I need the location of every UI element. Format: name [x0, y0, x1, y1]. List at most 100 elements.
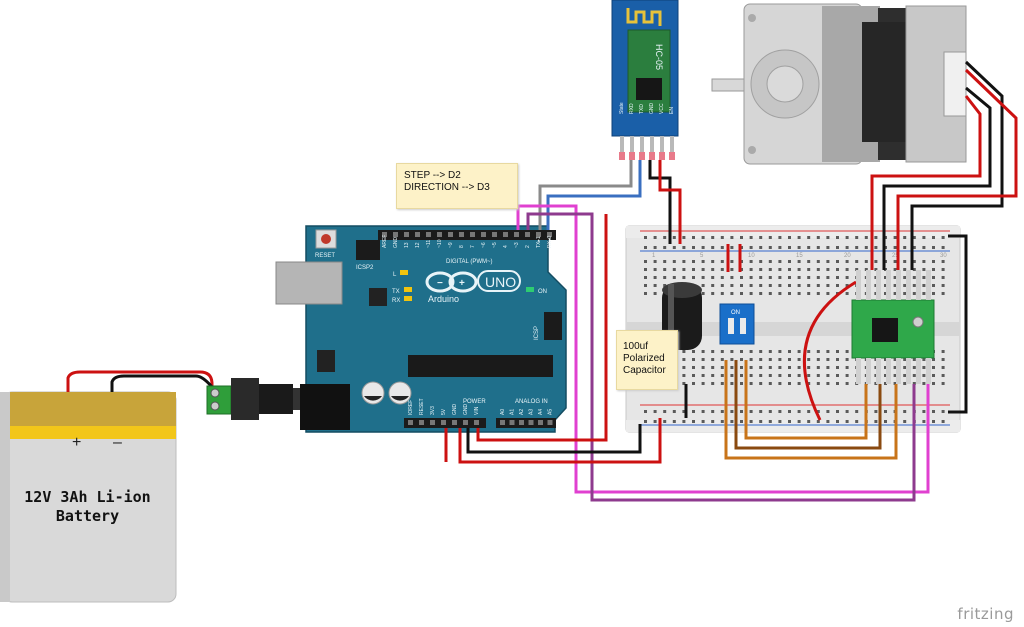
breadboard-hole — [749, 268, 753, 271]
breadboard-hole — [778, 350, 782, 353]
breadboard-hole — [672, 260, 676, 263]
digital-pin-hole — [525, 232, 530, 237]
breadboard-hole — [711, 420, 715, 423]
power-pin-label: 5V — [441, 408, 447, 415]
breadboard-hole — [730, 236, 734, 239]
hc05-pin-label: VCC — [659, 103, 665, 114]
digital-pin-label: RX◂0 — [547, 236, 553, 248]
breadboard-hole — [788, 292, 791, 295]
breadboard-hole — [884, 276, 887, 279]
digital-pin-hole — [426, 232, 431, 237]
breadboard-hole — [788, 366, 791, 369]
breadboard-hole — [836, 268, 839, 271]
breadboard-hole — [749, 276, 753, 279]
breadboard-hole — [797, 260, 801, 263]
breadboard-hole — [653, 260, 657, 263]
breadboard-hole — [845, 358, 849, 361]
breadboard-hole — [855, 268, 859, 271]
analog-pin-label: A1 — [510, 409, 516, 415]
breadboard-hole — [864, 268, 868, 271]
svg-text:−: − — [437, 278, 443, 289]
breadboard-hole — [701, 246, 705, 249]
breadboard-hole — [644, 246, 647, 249]
breadboard-hole — [682, 410, 686, 413]
breadboard-hole — [701, 350, 705, 353]
breadboard-hole — [836, 246, 839, 249]
digital-header — [378, 230, 556, 240]
breadboard-hole — [884, 410, 887, 413]
breadboard-hole — [778, 246, 782, 249]
breadboard-hole — [922, 284, 926, 287]
power-pin-label: 3V3 — [430, 406, 436, 415]
breadboard-hole — [826, 260, 830, 263]
hc05-pins — [619, 136, 675, 160]
digital-pin-label: TX▸1 — [536, 236, 542, 248]
breadboard-hole — [759, 410, 763, 413]
stepper-motor — [711, 3, 967, 165]
breadboard-hole — [912, 382, 916, 385]
breadboard-hole — [749, 358, 753, 361]
digital-pin-hole — [492, 232, 497, 237]
breadboard-hole — [816, 382, 820, 385]
breadboard-hole — [653, 276, 657, 279]
breadboard-hole — [912, 268, 916, 271]
breadboard-hole — [788, 246, 791, 249]
breadboard-hole — [701, 382, 705, 385]
digital-pin-label: 8 — [459, 245, 465, 248]
analog-pin-hole — [509, 420, 515, 425]
breadboard-hole — [768, 358, 772, 361]
breadboard-hole — [826, 410, 830, 413]
breadboard-hole — [653, 246, 657, 249]
breadboard-hole — [912, 236, 916, 239]
battery-plus-label: + — [72, 434, 81, 451]
breadboard-hole — [874, 358, 878, 361]
breadboard-hole — [941, 366, 945, 369]
breadboard-hole — [826, 366, 830, 369]
breadboard-hole — [922, 374, 926, 377]
breadboard-hole — [682, 374, 686, 377]
breadboard-hole — [884, 420, 887, 423]
breadboard-hole — [672, 268, 676, 271]
breadboard-hole — [932, 260, 935, 263]
breadboard-hole — [730, 358, 734, 361]
breadboard-hole — [788, 284, 791, 287]
breadboard-hole — [749, 260, 753, 263]
breadboard-hole — [759, 276, 763, 279]
battery-label-line1: 12V 3Ah Li-ion — [24, 488, 151, 506]
breadboard-hole — [759, 420, 763, 423]
breadboard-hole — [797, 350, 801, 353]
breadboard-hole — [836, 260, 839, 263]
breadboard-hole — [778, 374, 782, 377]
breadboard-hole — [941, 292, 945, 295]
breadboard-hole — [932, 410, 935, 413]
breadboard-hole — [845, 350, 849, 353]
power-pin-hole — [408, 420, 413, 425]
breadboard-hole — [778, 410, 782, 413]
digital-pin-hole — [514, 232, 519, 237]
led-l-label: L — [393, 272, 397, 278]
breadboard-hole — [941, 236, 945, 239]
breadboard-hole — [797, 366, 801, 369]
breadboard-hole — [644, 410, 647, 413]
breadboard-hole — [884, 358, 887, 361]
reset-label: RESET — [315, 253, 335, 259]
breadboard-hole — [720, 366, 724, 369]
breadboard-hole — [932, 276, 935, 279]
breadboard-hole — [884, 292, 887, 295]
motor-shaft — [711, 78, 749, 92]
breadboard-hole — [797, 358, 801, 361]
breadboard-hole — [663, 260, 667, 263]
power-pin-hole — [430, 420, 435, 425]
breadboard-hole — [845, 410, 849, 413]
breadboard-hole — [644, 268, 647, 271]
battery: + – — [0, 391, 177, 603]
power-label: POWER — [463, 399, 486, 405]
breadboard-hole — [903, 366, 907, 369]
hc05-pin — [620, 136, 624, 154]
digital-pin-hole — [393, 232, 398, 237]
breadboard-hole — [720, 268, 724, 271]
breadboard-hole — [807, 350, 811, 353]
breadboard-hole — [653, 410, 657, 413]
breadboard-hole — [912, 284, 916, 287]
